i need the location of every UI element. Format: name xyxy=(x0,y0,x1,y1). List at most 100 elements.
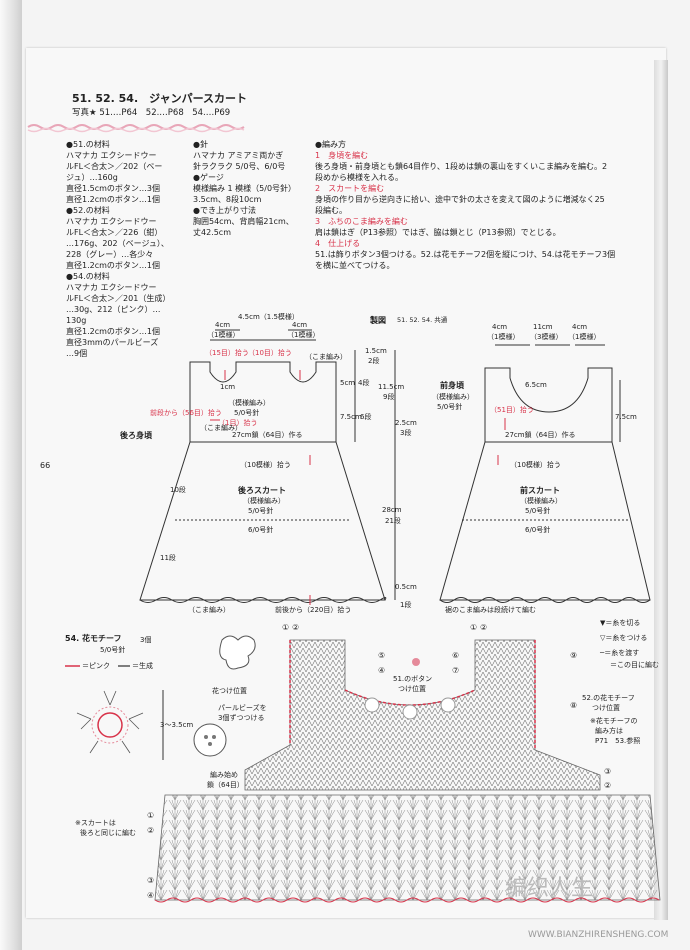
flower-title: 54. 花モチーフ xyxy=(65,634,122,643)
row-marker: ⑤ xyxy=(378,651,386,660)
method-heading: ●編み方 xyxy=(315,140,346,149)
book-spine xyxy=(0,0,22,950)
tool-line: 3.5cm、8段10cm xyxy=(193,195,262,204)
row-marker: ② xyxy=(292,623,300,632)
mat-line: ●51.の材料 xyxy=(66,140,110,149)
row-marker: ③ xyxy=(147,876,155,885)
dim-label: 9段 xyxy=(383,393,395,401)
watermark-logo: 编织人生 xyxy=(505,876,594,901)
bodice-stitch-area xyxy=(244,639,601,791)
mat-line: ハマナカ エクシードウー xyxy=(66,283,157,292)
needle-label: 5/0号針 xyxy=(234,409,260,417)
koma-label: （こま編み） xyxy=(188,606,230,614)
pick-label: （15目）拾う xyxy=(205,349,249,357)
start-label: 編み始め xyxy=(210,771,238,779)
dim-label: 7.5cm xyxy=(340,413,362,421)
row-marker: ① xyxy=(147,811,155,820)
pattern-label: （模様編み） xyxy=(243,497,285,505)
back-skirt-label: 後ろスカート xyxy=(238,486,286,495)
step-text: 身頃の作り目から逆向きに拾い、途中で針の太さを変えて図のように増減なく25 xyxy=(315,195,605,204)
chain-label: 27cm鎖（64目）作る xyxy=(505,431,576,439)
dim-label: 4cm xyxy=(215,321,231,329)
pattern-label: （模様編み） xyxy=(520,497,562,505)
pick-label: （10目）拾う xyxy=(248,349,292,357)
dim-label: 11段 xyxy=(160,554,176,562)
back-hem xyxy=(139,597,387,603)
koma-label: （こま編み） xyxy=(200,424,242,432)
motif-label: 52.の花モチーフ xyxy=(582,694,635,702)
bead-note: 3個ずつつける xyxy=(218,714,265,722)
mat-line: ハマナカ エクシードウー xyxy=(66,151,157,160)
tool-line: 模様編み 1 模様（5/0号針） xyxy=(193,184,297,193)
step-number: 1 xyxy=(315,151,321,160)
mat-line: 直径1.2cmのボタン…1個 xyxy=(66,327,161,336)
skirt-note: 後ろと同じに編む xyxy=(80,829,136,837)
dim-label: 11cm xyxy=(533,323,553,331)
front-bodice-label: 前身頃 xyxy=(440,381,464,390)
step-title: 身頃を編む xyxy=(328,151,369,160)
dim-label: （1模様） xyxy=(207,331,240,339)
diagram-title: 製図 xyxy=(370,316,386,325)
dim-label: 2段 xyxy=(368,357,380,365)
needle-label: 5/0号針 xyxy=(248,507,274,515)
pick-label: （1目）拾う xyxy=(218,419,258,427)
key-cut: ▼＝糸を切る xyxy=(600,619,641,627)
skirt-note: ※スカートは xyxy=(75,819,116,827)
ref-note: P71 53.参照 xyxy=(595,737,641,745)
tool-line: 胸囲54cm、背肩幅21cm、 xyxy=(193,217,294,226)
row-marker: ② xyxy=(604,781,612,790)
back-bodice-outline xyxy=(189,361,337,443)
flower-position-label: 花つけ位置 xyxy=(212,687,247,695)
pick-label: 前後から（220目）拾う xyxy=(275,606,352,614)
materials-column: ●51.の材料ハマナカ エクシードウー ルFL＜合太＞／202（ベージュ）…16… xyxy=(66,139,170,359)
dim-label: 10段 xyxy=(170,486,186,494)
dim-label: 6段 xyxy=(360,413,372,421)
diagram-subtitle: 51. 52. 54. 共通 xyxy=(397,316,448,324)
armhole-edging xyxy=(289,640,536,750)
dim-label: （1模様） xyxy=(287,331,320,339)
mat-line: 228（グレー）…各少々 xyxy=(66,250,154,259)
skirt-stitch-area xyxy=(154,794,661,901)
step-text: 51.は飾りボタン3個つける。52.は花モチーフ2個を縦につけ、54.は花モチー… xyxy=(315,250,616,259)
mat-line: …176g、202（ベージュ）、 xyxy=(66,239,169,248)
dim-label: 1cm xyxy=(220,383,236,391)
mat-line: ルFL＜合太＞／226（紺） xyxy=(66,228,163,237)
flower-attach-icon xyxy=(402,704,418,720)
chain-label: 27cm鎖（64目）作る xyxy=(232,431,303,439)
step-text: を横に並べてつける。 xyxy=(315,261,395,270)
tool-line: ●でき上がり寸法 xyxy=(193,206,256,215)
step-title: ふちのこま編みを編む xyxy=(328,217,408,226)
step-text: 後ろ身頃・前身頃とも鎖64目作り、1段めは鎖の裏山をすくいこま編みを編む。2 xyxy=(315,162,608,171)
button-position-icon xyxy=(412,658,420,666)
watermark-url: WWW.BIANZHIRENSHENG.COM xyxy=(528,930,669,940)
mat-line: 直径1.2cmのボタン…1個 xyxy=(66,261,161,270)
row-marker: ⑨ xyxy=(570,651,578,660)
ref-note: ※花モチーフの xyxy=(590,717,638,725)
back-bodice-label: 後ろ身頃 xyxy=(120,431,152,440)
dim-label: 4段 xyxy=(358,379,370,387)
tool-line: ●針 xyxy=(193,140,208,149)
flower-count: 3個 xyxy=(140,636,152,644)
flower-icon xyxy=(219,635,256,670)
mat-line: ジュ）…160g xyxy=(66,173,118,182)
mat-line: ハマナカ エクシードウー xyxy=(66,217,157,226)
mat-line: …30g、212（ピンク）… xyxy=(66,305,161,314)
step-text: 段めから模様を入れる。 xyxy=(315,173,403,182)
row-marker: ⑥ xyxy=(452,651,460,660)
dim-label: 7.5cm xyxy=(615,413,637,421)
front-hem xyxy=(439,597,651,603)
size-label: 3〜3.5cm xyxy=(160,721,194,729)
page-title: 51. 52. 54. ジャンパースカート xyxy=(72,92,248,105)
dim-label: 11.5cm xyxy=(378,383,405,391)
tool-line: 針ラクラク 5/0号、6/0号 xyxy=(193,162,286,171)
step-number: 3 xyxy=(315,217,321,226)
dim-label: 6.5cm xyxy=(525,381,547,389)
mat-line: …9個 xyxy=(66,349,88,358)
pattern-label: （模様編み） xyxy=(432,393,474,401)
flower-attach-icon xyxy=(440,697,456,713)
pick-label: （51目）拾う xyxy=(490,406,534,414)
mat-line: 130g xyxy=(66,316,87,325)
mat-line: ルFL＜合太＞／202（ベー xyxy=(66,162,163,171)
